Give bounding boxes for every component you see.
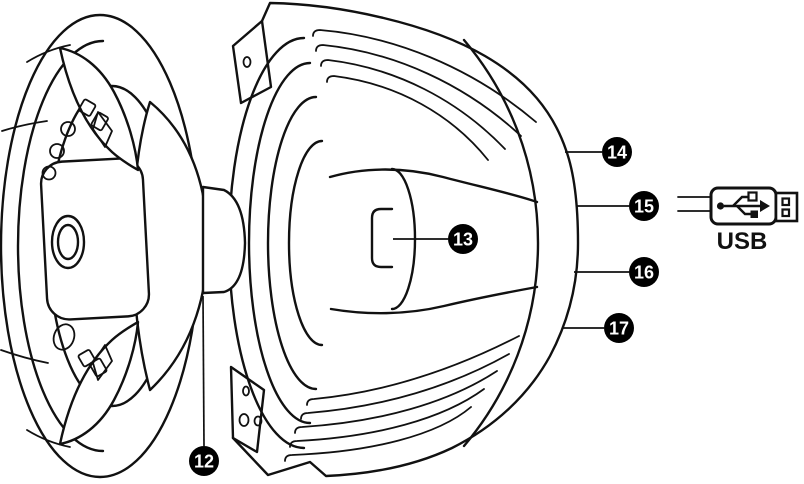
callout-17-number: 17	[609, 319, 629, 339]
lower-face-buttons	[52, 323, 113, 381]
callout-17: 17	[563, 313, 634, 343]
base-outer-shell	[231, 1, 580, 478]
callout-13: 13	[393, 224, 478, 254]
steering-wheel	[0, 13, 210, 479]
callout-15-number: 15	[634, 197, 654, 217]
top-vents	[312, 29, 537, 161]
callout-13-number: 13	[453, 230, 473, 250]
callout-14-number: 14	[607, 143, 627, 163]
shaft-boot-part-12	[201, 185, 247, 295]
center-cap	[50, 214, 86, 270]
top-mounting-bracket	[231, 19, 273, 105]
callout-16-bubble	[629, 257, 659, 287]
callout-15: 15	[576, 191, 659, 221]
usb-trident-icon	[716, 191, 770, 218]
hub-face-panel	[39, 157, 151, 321]
rim-grip-seams	[0, 44, 71, 448]
callout-12-leader	[202, 295, 205, 447]
bottom-vents	[284, 335, 520, 462]
callout-12-number: 12	[194, 452, 214, 472]
bottom-spoke	[58, 320, 140, 446]
callout-16-number: 16	[634, 263, 654, 283]
top-spoke	[58, 46, 140, 172]
bottom-mounting-bracket	[229, 365, 266, 454]
callout-12: 12	[189, 295, 219, 476]
bottom-bracket-screw-hole-small	[242, 385, 250, 397]
usb-pin-bottom	[781, 208, 791, 218]
usb-label: USB	[717, 228, 768, 255]
bottom-bracket-screw-hole-left	[238, 413, 250, 427]
front-face-rings	[227, 36, 324, 450]
usb-connector-icon: USB	[677, 186, 799, 255]
callout-13-bubble	[448, 224, 478, 254]
wheel-base	[227, 1, 580, 478]
upper-face-buttons	[41, 98, 113, 181]
base-button-part-13	[370, 207, 394, 269]
center-dome	[328, 168, 539, 315]
top-bracket-screw-hole	[242, 56, 252, 68]
callout-14-bubble	[602, 137, 632, 167]
usb-pin-top	[781, 197, 791, 207]
callout-16: 16	[574, 257, 659, 287]
callout-12-bubble	[189, 446, 219, 476]
bottom-bracket-screw-hole-right	[253, 415, 263, 427]
usb-cable-lines	[677, 196, 712, 212]
inner-shell-seam	[462, 38, 540, 448]
callout-17-bubble	[604, 313, 634, 343]
usb-metal-connector	[774, 191, 799, 223]
callout-15-bubble	[629, 191, 659, 221]
callout-14: 14	[565, 137, 632, 167]
